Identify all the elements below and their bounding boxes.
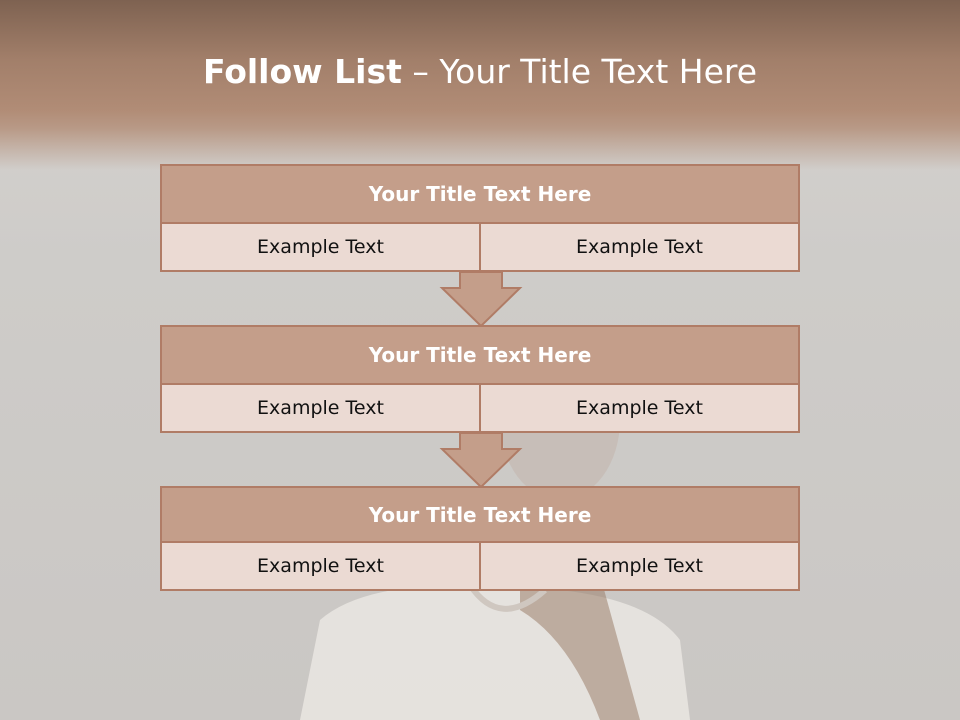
step-block-3: Your Title Text Here Example Text Exampl… — [160, 486, 800, 591]
step-cell-right: Example Text — [479, 543, 798, 589]
down-arrow-icon — [439, 271, 523, 328]
step-title: Your Title Text Here — [162, 488, 798, 543]
step-title: Your Title Text Here — [162, 327, 798, 385]
step-cell-right: Example Text — [479, 385, 798, 431]
step-title: Your Title Text Here — [162, 166, 798, 224]
step-block-1: Your Title Text Here Example Text Exampl… — [160, 164, 800, 272]
slide-title: Follow List – Your Title Text Here — [0, 52, 960, 91]
header-band — [0, 0, 960, 170]
step-cell-left: Example Text — [162, 224, 479, 270]
slide-title-rest: – Your Title Text Here — [401, 52, 758, 91]
step-cell-left: Example Text — [162, 543, 479, 589]
step-cell-right: Example Text — [479, 224, 798, 270]
down-arrow-icon — [439, 432, 523, 489]
step-row: Example Text Example Text — [162, 543, 798, 589]
slide-title-bold: Follow List — [202, 52, 402, 91]
step-row: Example Text Example Text — [162, 224, 798, 270]
step-block-2: Your Title Text Here Example Text Exampl… — [160, 325, 800, 433]
step-row: Example Text Example Text — [162, 385, 798, 431]
step-cell-left: Example Text — [162, 385, 479, 431]
